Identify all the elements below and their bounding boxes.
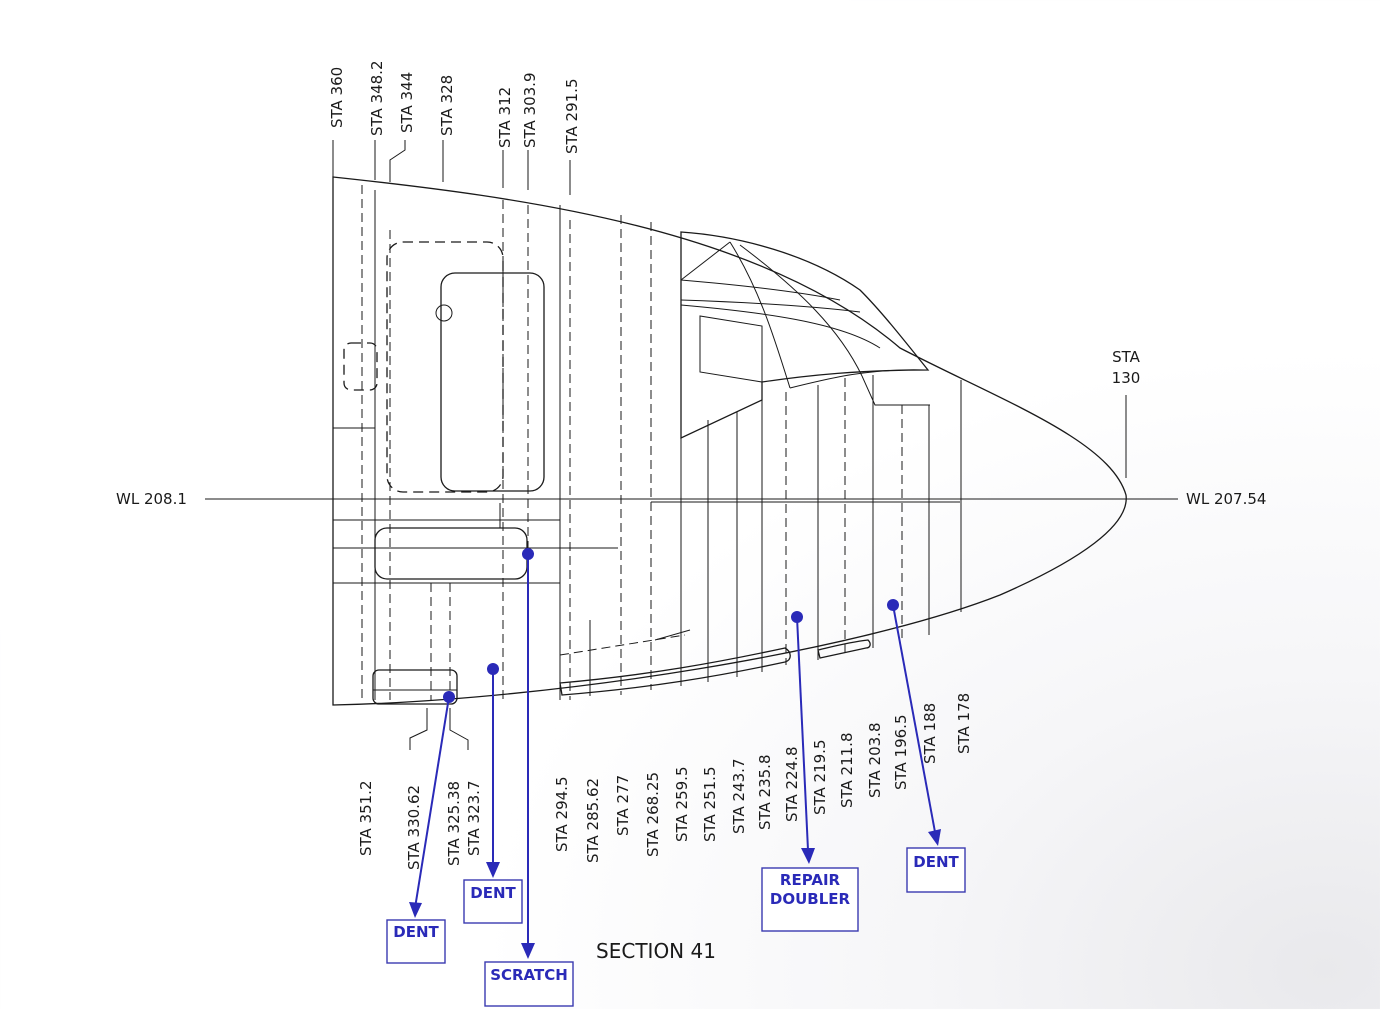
bottom-station-label: STA 294.5 [553, 777, 571, 853]
top-station-label: STA 303.9 [521, 73, 539, 149]
bottom-station-label: STA 268.25 [644, 772, 662, 857]
bottom-station-label: STA 277 [614, 775, 632, 836]
bottom-station-label: STA 325.38 [445, 781, 463, 866]
top-station-labels: STA 360 STA 348.2 STA 344 STA 328 STA 31… [328, 61, 581, 155]
bottom-station-label: STA 203.8 [866, 723, 884, 799]
top-leaders [332, 140, 1127, 478]
door-structure [333, 205, 871, 705]
damage-label-repair: REPAIR [780, 871, 841, 889]
damage-label-dent: DENT [393, 923, 439, 941]
top-station-label: STA 344 [398, 72, 416, 133]
top-station-label: STA 348.2 [368, 61, 386, 137]
nose-station-label: STA [1112, 348, 1141, 366]
bottom-station-label: STA 243.7 [730, 759, 748, 835]
cockpit-windows [680, 231, 930, 440]
bottom-station-label: STA 224.8 [783, 747, 801, 823]
damage-annotations: DENT DENT SCRATCH REPAIR DOUBLER DENT [386, 548, 966, 1007]
top-station-label: STA 328 [438, 75, 456, 136]
bottom-station-label: STA 351.2 [357, 781, 375, 857]
bottom-station-label: STA 188 [921, 703, 939, 764]
damage-label-scratch: SCRATCH [490, 966, 568, 984]
bottom-station-label: STA 330.62 [405, 785, 423, 870]
bottom-station-label: STA 285.62 [584, 778, 602, 863]
top-station-label: STA 360 [328, 67, 346, 128]
damage-label-doubler: DOUBLER [770, 890, 851, 908]
bottom-station-label: STA 178 [955, 693, 973, 754]
damage-label-dent: DENT [913, 853, 959, 871]
bottom-station-label: STA 259.5 [673, 767, 691, 843]
bottom-station-labels: STA 351.2 STA 330.62 STA 325.38 STA 323.… [357, 693, 973, 870]
bottom-station-label: STA 235.8 [756, 755, 774, 831]
station-lines [332, 177, 962, 705]
bottom-station-label: STA 219.5 [811, 740, 829, 816]
section-title: SECTION 41 [596, 939, 716, 963]
waterline-right-label: WL 207.54 [1186, 490, 1266, 508]
waterline-left-label: WL 208.1 [116, 490, 187, 508]
bottom-station-label: STA 211.8 [838, 733, 856, 809]
fuselage-outline [332, 176, 1127, 706]
top-station-label: STA 312 [496, 87, 514, 148]
bottom-leaders [409, 708, 469, 750]
bottom-station-label: STA 196.5 [892, 715, 910, 791]
nose-station-value: 130 [1112, 369, 1141, 387]
damage-label-dent: DENT [470, 884, 516, 902]
bottom-station-label: STA 323.7 [465, 781, 483, 857]
top-station-label: STA 291.5 [563, 79, 581, 155]
bottom-station-label: STA 251.5 [701, 767, 719, 843]
